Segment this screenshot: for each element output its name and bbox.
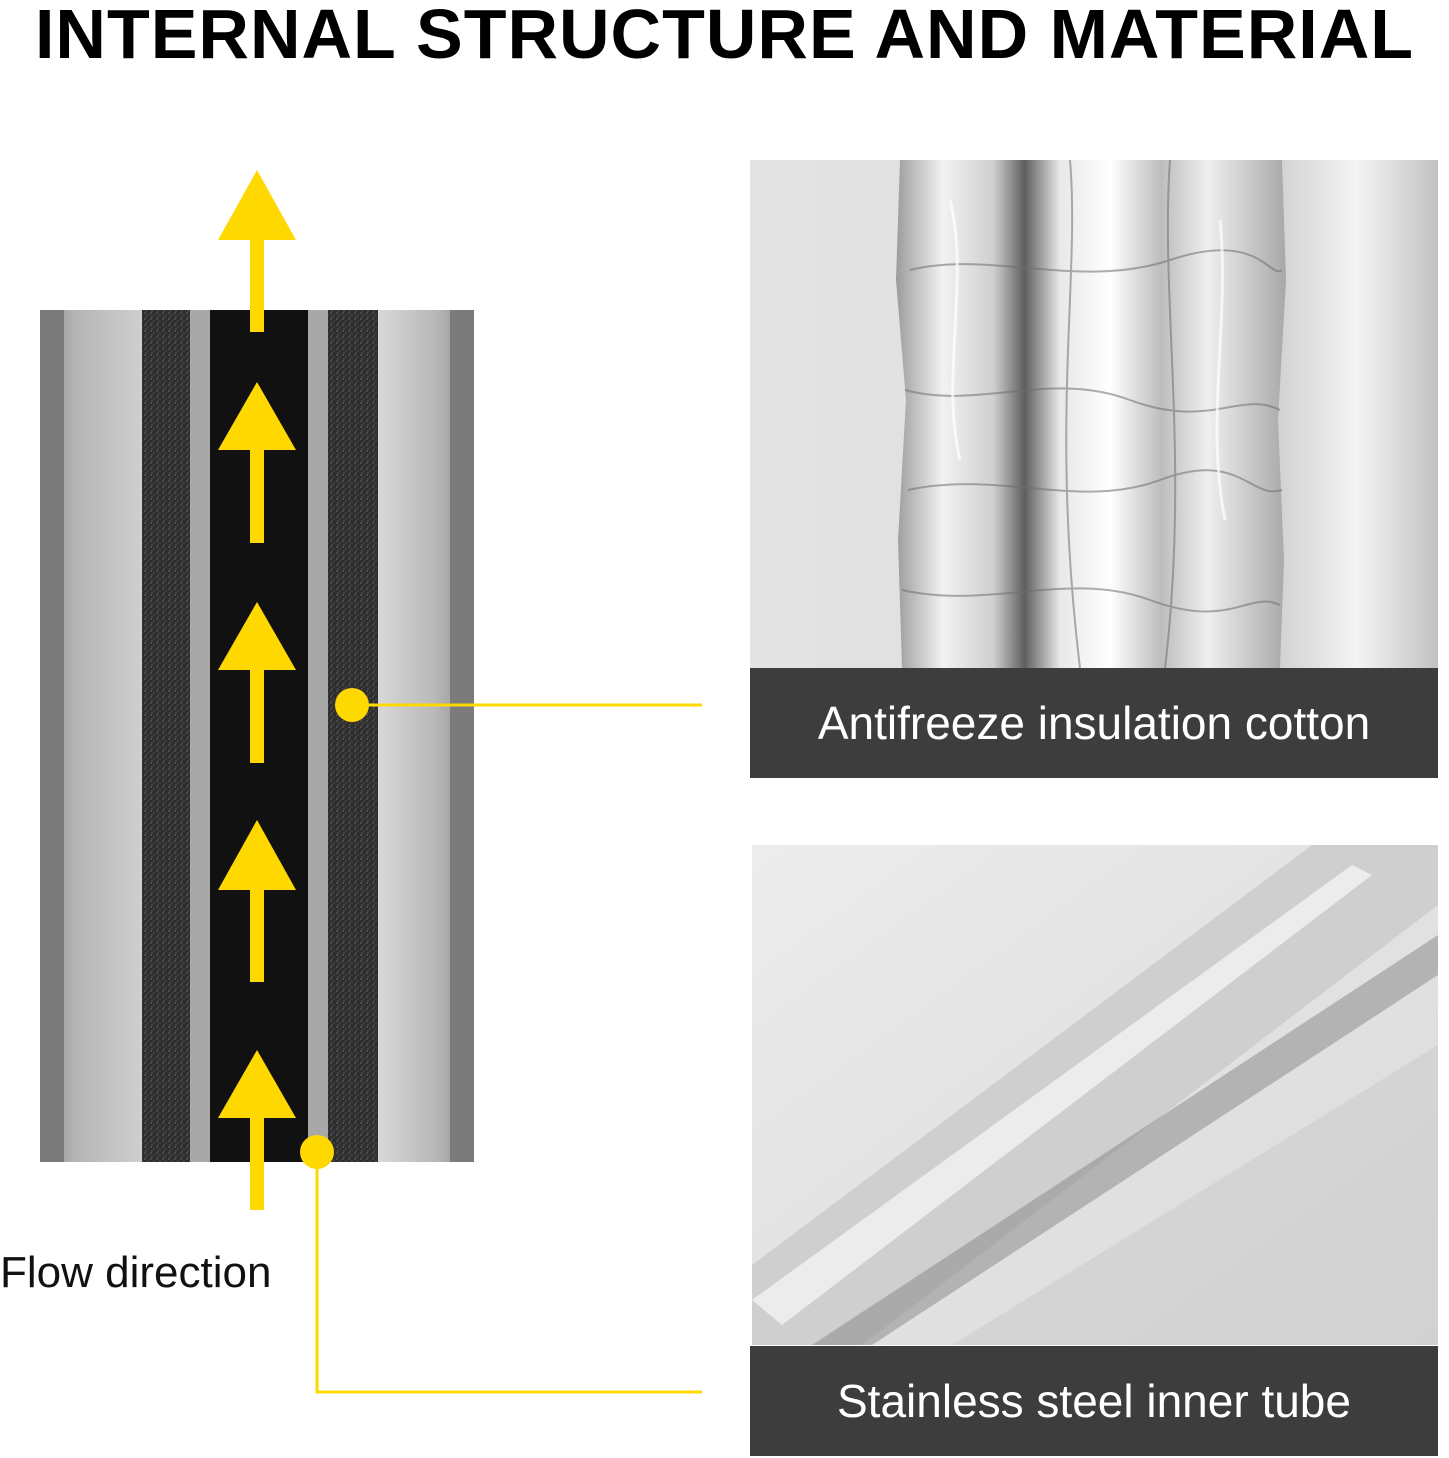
inner-tube-leader-line (315, 1152, 702, 1394)
dot-marker-icon (300, 1135, 334, 1169)
flow-direction-label: Flow direction (0, 1248, 272, 1297)
insulation-foam-left (142, 310, 190, 1162)
insulation-cotton-photo (750, 160, 1438, 668)
inner-tube-caption: Stainless steel inner tube (750, 1346, 1438, 1456)
page-title: INTERNAL STRUCTURE AND MATERIAL (34, 0, 1415, 73)
outer-sheath-edge-left (40, 310, 64, 1162)
inner-tube-photo (752, 845, 1438, 1345)
insulation-caption: Antifreeze insulation cotton (750, 668, 1438, 778)
inner-tube-wall-right (308, 310, 328, 1162)
inner-tube-wall-left (190, 310, 210, 1162)
up-arrow-icon (218, 820, 296, 982)
insulation-foam-right (328, 310, 378, 1162)
up-arrow-icon (218, 382, 296, 543)
outer-sheath-edge-right (450, 310, 474, 1162)
dot-marker-icon (335, 688, 369, 722)
up-arrow-icon (218, 170, 296, 332)
up-arrow-icon (218, 602, 296, 763)
up-arrow-icon (218, 1050, 296, 1210)
